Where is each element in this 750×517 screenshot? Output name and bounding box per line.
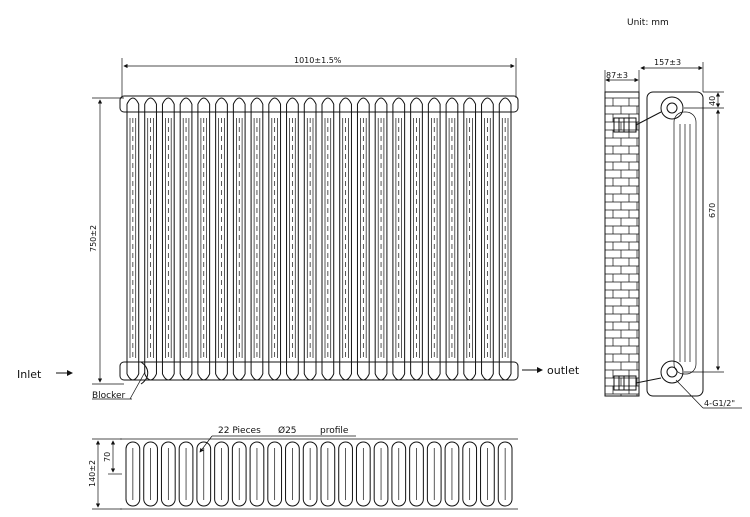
profile-column (178, 441, 194, 507)
profile-column (249, 441, 265, 507)
radiator-column (197, 97, 211, 381)
front-view: 1010±1.5% 750±2 Inlet outlet Blocker (17, 56, 580, 401)
wall-depth-label: 87±3 (606, 71, 628, 80)
radiator-column (463, 97, 477, 381)
profile-column (497, 441, 513, 507)
inlet-label: Inlet (17, 368, 42, 381)
thread-label: 4-G1/2" (704, 399, 735, 408)
radiator-column (374, 97, 388, 381)
radiator-column (161, 97, 175, 381)
width-label: 1010±1.5% (294, 56, 342, 65)
radiator-column (410, 97, 423, 381)
height-label: 750±2 (89, 225, 98, 252)
profile-column (391, 441, 407, 507)
diameter-label: Ø25 (278, 425, 297, 436)
profile-columns (125, 441, 513, 507)
top-connection (660, 96, 684, 120)
profile-column (320, 441, 336, 507)
profile-view: 140±2 70 22 Pieces Ø25 profile (88, 425, 518, 510)
profile-depth-label: 140±2 (88, 460, 97, 487)
profile-column (373, 441, 389, 507)
radiator-column (303, 97, 317, 381)
radiator-columns (126, 97, 512, 381)
profile-column (160, 441, 176, 507)
profile-column (302, 441, 318, 507)
radiator-column (268, 97, 282, 381)
radiator-column (445, 97, 459, 381)
side-view: 87±3 157±3 40 670 4-G1/2" (604, 58, 742, 409)
profile-column (125, 441, 141, 507)
pieces-label: 22 Pieces (218, 426, 261, 436)
unit-label: Unit: mm (627, 18, 669, 28)
profile-column (196, 441, 212, 507)
radiator-column (356, 97, 370, 381)
profile-column (143, 441, 158, 507)
profile-label: profile (320, 426, 349, 436)
radiator-column (250, 97, 264, 381)
profile-column (426, 441, 442, 507)
profile-column (338, 441, 353, 507)
side-depth-label: 157±3 (654, 58, 681, 67)
bottom-connection (660, 360, 684, 384)
profile-column (355, 441, 371, 507)
profile-column (267, 441, 283, 507)
radiator-side-body (646, 91, 704, 397)
radiator-column (286, 97, 299, 381)
radiator-column (321, 97, 335, 381)
top-header (119, 95, 519, 113)
radiator-column (215, 97, 228, 381)
radiator-side-inner (673, 111, 697, 375)
top-offset-label: 40 (708, 96, 717, 106)
profile-column (462, 441, 478, 507)
radiator-column (427, 97, 441, 381)
outlet-label: outlet (547, 364, 580, 377)
radiator-column (144, 97, 157, 381)
profile-section-label: 70 (103, 452, 112, 462)
blocker-leader (129, 371, 146, 400)
profile-column (444, 441, 460, 507)
profile-column (285, 441, 300, 507)
radiator-column (392, 97, 406, 381)
blocker-shape (140, 361, 149, 385)
center-distance-label: 670 (708, 203, 717, 218)
profile-column (214, 441, 229, 507)
bottom-header (119, 361, 519, 381)
radiator-column (232, 97, 246, 381)
profile-column (409, 441, 424, 507)
profile-column (480, 441, 495, 507)
profile-column (231, 441, 247, 507)
blocker-label: Blocker (92, 391, 126, 401)
radiator-column (339, 97, 352, 381)
radiator-column (126, 97, 140, 381)
radiator-column (179, 97, 193, 381)
wall (604, 91, 640, 397)
radiator-column (498, 97, 512, 381)
radiator-column (481, 97, 494, 381)
brick-pattern (605, 97, 639, 396)
